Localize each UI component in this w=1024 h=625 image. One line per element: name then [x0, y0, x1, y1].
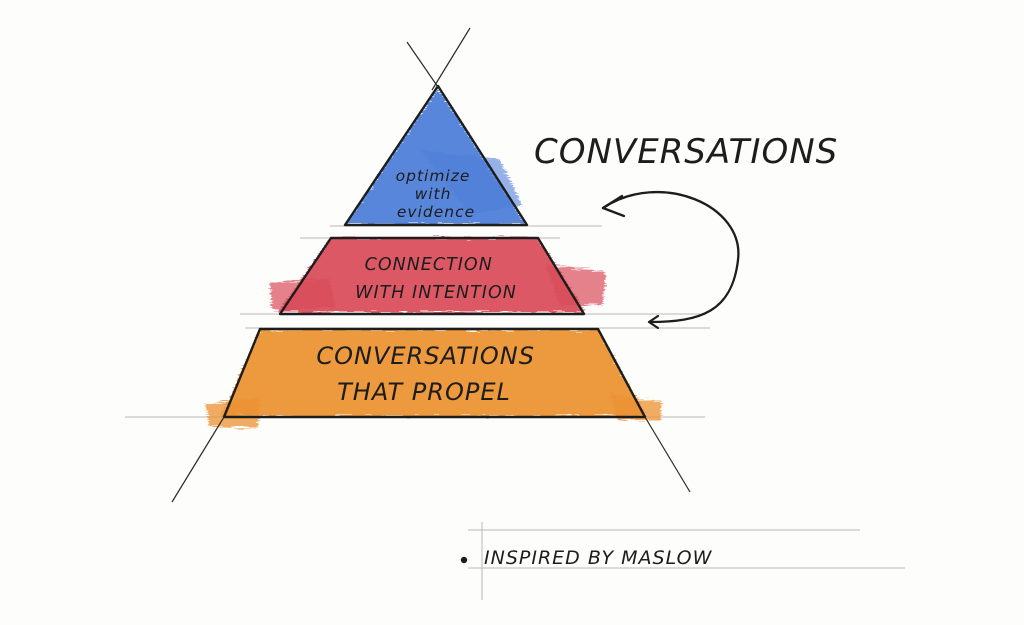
base-line-right: [644, 416, 691, 493]
level-bottom-line-1: CONVERSATIONS: [316, 342, 535, 370]
level-top-line-2: with: [415, 185, 452, 203]
base-line-left: [171, 416, 225, 503]
level-middle-line-2: WITH INTENTION: [355, 283, 517, 303]
level-middle-smear: [270, 278, 335, 310]
level-middle-fill: [278, 238, 585, 312]
level-bottom-smear: [205, 398, 260, 428]
level-top-outline: [343, 84, 529, 227]
level-top-label: optimize with evidence: [396, 167, 477, 221]
footnote-bullet: [460, 556, 468, 564]
level-top-smear: [420, 150, 522, 214]
paint-layer: [205, 88, 662, 428]
level-bottom-fill: [222, 330, 646, 416]
level-middle-outline: [278, 236, 586, 316]
arrow-head-top: [601, 194, 626, 218]
footnote-text: INSPIRED BY MASLOW: [484, 547, 713, 569]
level-top-line-1: optimize: [396, 167, 471, 185]
pyramid-extensions: [171, 27, 691, 503]
level-middle-label: CONNECTION WITH INTENTION: [355, 255, 517, 303]
level-labels: optimize with evidence CONNECTION WITH I…: [316, 167, 543, 406]
level-bottom-label: CONVERSATIONS THAT PROPEL: [316, 342, 543, 406]
level-bottom-smear: [610, 394, 662, 420]
apex-line-right: [431, 27, 471, 91]
level-middle-line-1: CONNECTION: [365, 255, 493, 275]
level-bottom-line-2: THAT PROPEL: [337, 378, 511, 406]
level-top-line-3: evidence: [397, 203, 475, 221]
apex-line-left: [406, 41, 441, 91]
diagram-title: CONVERSATIONS: [534, 132, 838, 172]
cycle-arrow: [601, 191, 740, 322]
